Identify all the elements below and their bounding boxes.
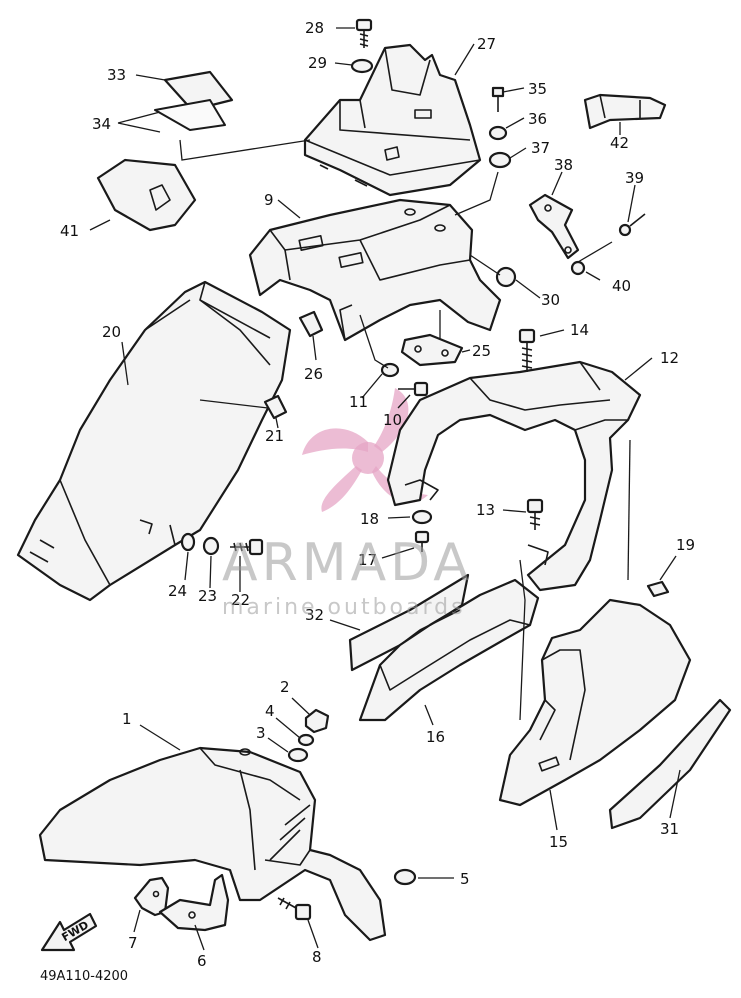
callout-label: 41 bbox=[60, 222, 79, 240]
callout-label: 8 bbox=[312, 948, 322, 966]
callout-label: 2 bbox=[280, 678, 290, 696]
part-24-washer bbox=[180, 532, 196, 552]
part-7-stay bbox=[133, 876, 170, 917]
part-31-strip bbox=[608, 698, 732, 830]
part-16-side-cover bbox=[358, 578, 540, 722]
callout-label: 3 bbox=[256, 724, 266, 742]
part-4-washer bbox=[297, 733, 315, 747]
part-35-bolt bbox=[491, 86, 505, 112]
part-29-washer bbox=[350, 58, 374, 74]
part-25-plate bbox=[400, 333, 464, 367]
callout-label: 6 bbox=[197, 952, 207, 970]
part-10-bolt bbox=[398, 381, 429, 397]
part-13-bolt bbox=[526, 498, 544, 530]
fwd-arrow-icon: FWD bbox=[40, 912, 98, 952]
callout-numbers: 28 29 27 33 35 34 36 37 42 38 39 41 9 40… bbox=[60, 19, 695, 970]
callout-label: 24 bbox=[168, 582, 187, 600]
part-21-clip bbox=[263, 394, 288, 420]
part-36-collar bbox=[488, 125, 508, 141]
part-17-bolt bbox=[414, 530, 430, 552]
callout-label: 9 bbox=[264, 191, 274, 209]
part-6-bracket bbox=[158, 873, 230, 932]
part-22-bolt bbox=[230, 538, 264, 556]
callout-label: 29 bbox=[308, 54, 327, 72]
callout-label: 34 bbox=[92, 115, 111, 133]
diagram-code: 49A110-4200 bbox=[40, 969, 128, 984]
part-42-bracket bbox=[583, 93, 667, 130]
callout-label: 1 bbox=[122, 710, 132, 728]
callout-label: 7 bbox=[128, 934, 138, 952]
callout-label: 37 bbox=[531, 139, 550, 157]
callout-label: 20 bbox=[102, 323, 121, 341]
part-30-damper bbox=[495, 266, 517, 288]
part-12-grab-bar bbox=[386, 360, 642, 592]
callout-label: 31 bbox=[660, 820, 679, 838]
part-39-screw bbox=[618, 213, 646, 237]
callout-label: 35 bbox=[528, 80, 547, 98]
callout-label: 23 bbox=[198, 587, 217, 605]
callout-label: 27 bbox=[477, 35, 496, 53]
callout-label: 18 bbox=[360, 510, 379, 528]
part-15-side-panel bbox=[498, 598, 692, 807]
part-27-seat-tray bbox=[303, 43, 482, 197]
callout-label: 4 bbox=[265, 702, 275, 720]
callout-label: 11 bbox=[349, 393, 368, 411]
part-8-bolt bbox=[277, 897, 312, 921]
callout-label: 10 bbox=[383, 411, 402, 429]
callout-label: 22 bbox=[231, 591, 250, 609]
leader-lines bbox=[89, 27, 681, 951]
part-14-bolt bbox=[518, 328, 536, 372]
callout-label: 30 bbox=[541, 291, 560, 309]
part-34-pad bbox=[154, 99, 226, 131]
callout-label: 17 bbox=[358, 551, 377, 569]
part-33-pad bbox=[163, 70, 234, 112]
part-40-nut bbox=[570, 260, 586, 276]
callout-label: 38 bbox=[554, 156, 573, 174]
part-23-nut bbox=[202, 536, 220, 556]
callout-label: 12 bbox=[660, 349, 679, 367]
callout-label: 36 bbox=[528, 110, 547, 128]
part-41-cover bbox=[96, 158, 197, 232]
callout-label: 21 bbox=[265, 427, 284, 445]
part-26-clip bbox=[298, 310, 324, 338]
part-37-grommet bbox=[488, 151, 512, 169]
callout-label: 13 bbox=[476, 501, 495, 519]
part-28-bolt bbox=[355, 18, 373, 48]
callout-label: 25 bbox=[472, 342, 491, 360]
watermark-tagline: marine outboards bbox=[222, 595, 466, 620]
part-3-collar bbox=[287, 747, 309, 763]
watermark-brand: ARMADA bbox=[222, 533, 473, 593]
callout-label: 42 bbox=[610, 134, 629, 152]
callout-label: 5 bbox=[460, 870, 470, 888]
part-19-clip bbox=[646, 580, 670, 598]
callout-label: 39 bbox=[625, 169, 644, 187]
part-5-grommet bbox=[393, 868, 417, 886]
part-20-rear-fender bbox=[16, 280, 292, 602]
callout-label: 28 bbox=[305, 19, 324, 37]
callout-label: 32 bbox=[305, 606, 324, 624]
part-38-stay bbox=[528, 193, 580, 260]
part-1-front-fender bbox=[38, 746, 387, 942]
part-2-nut bbox=[304, 708, 330, 734]
callout-label: 33 bbox=[107, 66, 126, 84]
part-9-cowling-bracket bbox=[248, 198, 502, 342]
part-18-washer bbox=[411, 509, 433, 525]
callout-label: 15 bbox=[549, 833, 568, 851]
callout-label: 40 bbox=[612, 277, 631, 295]
callout-label: 16 bbox=[426, 728, 445, 746]
callout-label: 26 bbox=[304, 365, 323, 383]
callout-label: 14 bbox=[570, 321, 589, 339]
callout-label: 19 bbox=[676, 536, 695, 554]
